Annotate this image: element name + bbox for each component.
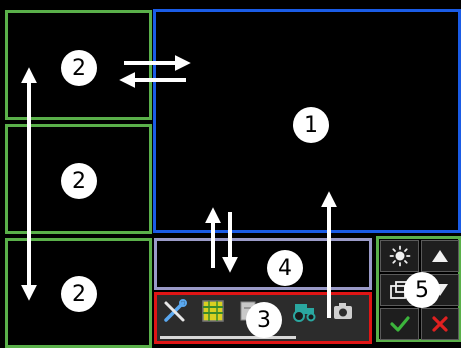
arrow-up-icon [432,250,448,262]
camera-icon[interactable] [328,298,358,324]
brightness-button[interactable] [380,240,419,272]
tractor-icon[interactable] [288,298,318,324]
confirm-button[interactable] [380,308,419,340]
brightness-icon [389,245,410,267]
wrench-screwdriver-icon[interactable] [160,298,190,324]
main-view-number-badge: 1 [293,107,329,143]
arrow-up-button[interactable] [421,240,459,272]
side-view-top[interactable] [5,10,152,120]
side-view-top-number-badge: 2 [61,50,97,86]
confirm-check-icon [389,316,410,332]
cancel-x-icon [432,316,448,332]
info-bar[interactable] [154,238,372,290]
cancel-button[interactable] [421,308,459,340]
toolbar-scroll-track[interactable] [160,336,296,339]
field-map-icon[interactable] [198,298,228,324]
main-view[interactable] [153,9,461,233]
toolbar-number-badge: 3 [246,302,282,338]
info-bar-number-badge: 4 [267,250,303,286]
side-controls-number-badge: 5 [404,272,440,308]
side-view-bottom-number-badge: 2 [61,276,97,312]
side-view-middle[interactable] [5,124,152,234]
side-view-middle-number-badge: 2 [61,163,97,199]
